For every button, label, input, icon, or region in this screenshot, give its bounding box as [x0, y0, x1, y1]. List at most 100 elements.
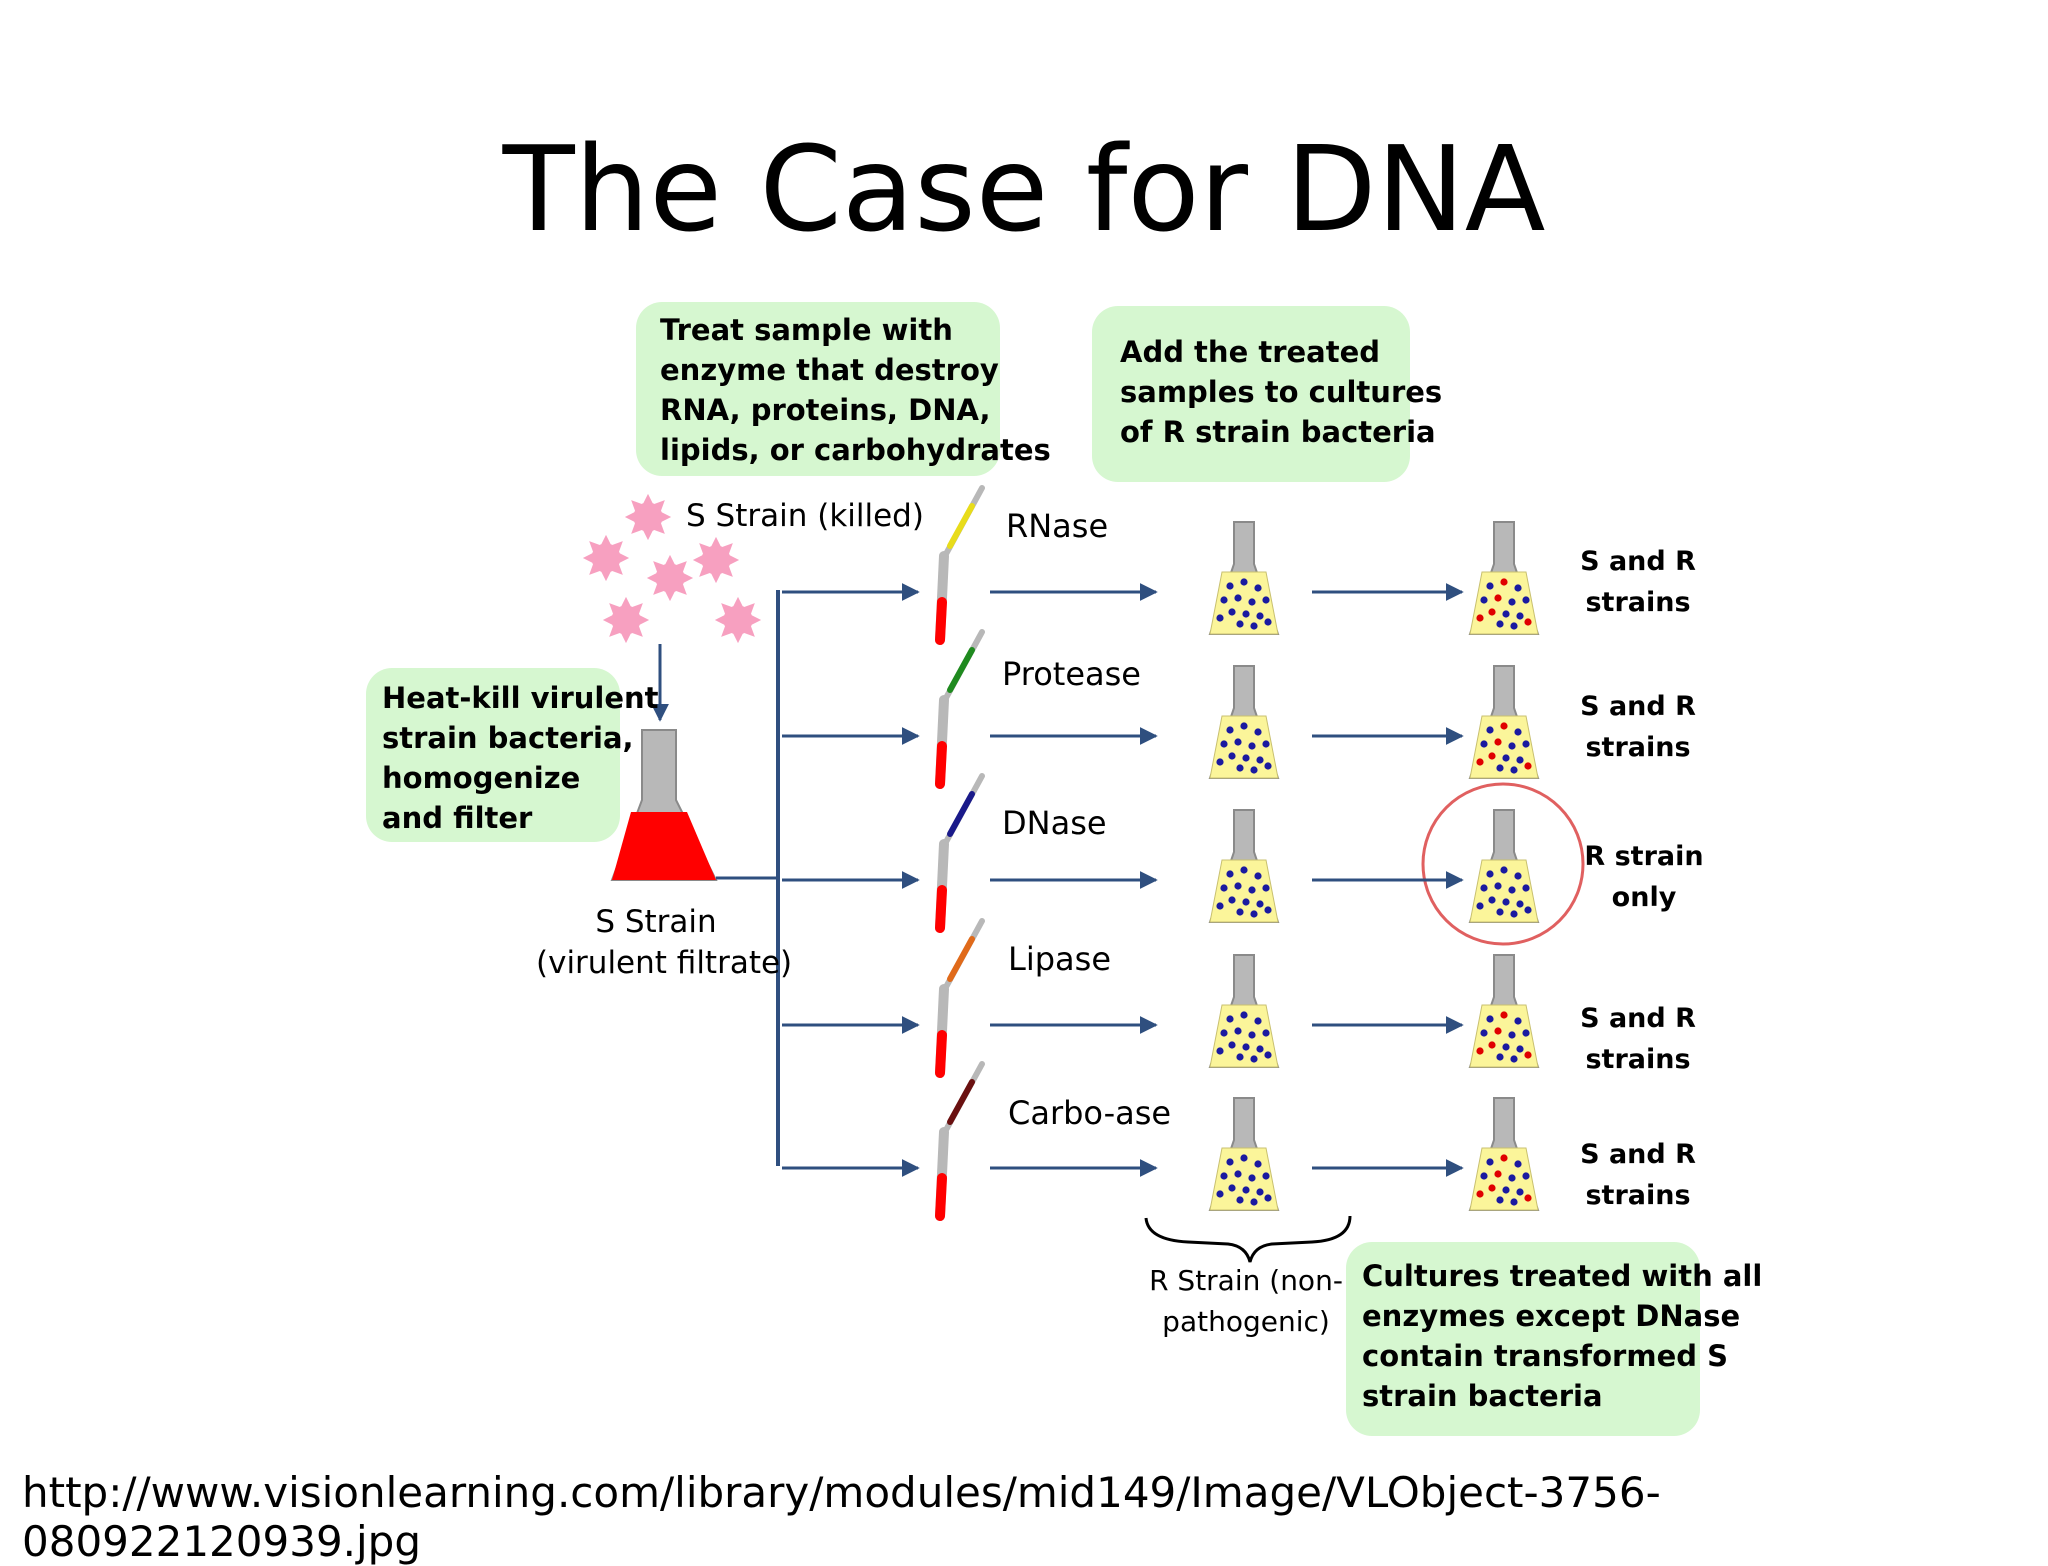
s-cell [1524, 1051, 1532, 1059]
result-label-rnase: S and R strains [1578, 541, 1698, 623]
callout-line: samples to cultures [1120, 375, 1443, 409]
r-cell [1522, 596, 1530, 604]
result-flask-icon [1468, 809, 1540, 923]
s-strain-killed-label: S Strain (killed) [686, 498, 924, 534]
r-cell [1480, 1029, 1488, 1037]
r-cell [1500, 866, 1508, 874]
dnase-result-highlight [1421, 782, 1585, 946]
s-cell [1476, 614, 1484, 622]
s-cell [1488, 1184, 1496, 1192]
r-cell [1254, 872, 1262, 880]
r-cell [1522, 1172, 1530, 1180]
heat-kill-callout: Heat-kill virulent strain bacteria, homo… [366, 668, 659, 842]
r-cell [1248, 1031, 1256, 1039]
enzyme-label-lipase: Lipase [1008, 940, 1111, 978]
source-url: http://www.visionlearning.com/library/mo… [22, 1468, 1661, 1566]
r-cell [1486, 582, 1494, 590]
r-cell [1234, 738, 1242, 746]
enzyme-fluid [947, 1079, 975, 1125]
r-cell [1236, 764, 1244, 772]
enzyme-label-carboase: Carbo-ase [1008, 1094, 1172, 1132]
label-line: (virulent filtrate) [536, 945, 793, 981]
r-cell [1514, 872, 1522, 880]
r-cell [1256, 612, 1264, 620]
r-cell [1254, 1017, 1262, 1025]
s-cell [1500, 578, 1508, 586]
r-cell [1516, 900, 1524, 908]
r-cell [1486, 1158, 1494, 1166]
result-flask-icon [1468, 1097, 1540, 1211]
enzyme-fluid [947, 791, 975, 837]
r-cell [1502, 898, 1510, 906]
s-cell [1524, 618, 1532, 626]
s-cell [1488, 608, 1496, 616]
label-line: R Strain (non- [1149, 1264, 1343, 1297]
r-cell [1234, 1170, 1242, 1178]
callout-line: of R strain bacteria [1120, 415, 1436, 449]
s-strain-label: S Strain (virulent filtrate) [536, 902, 793, 984]
callout-line: strain bacteria [1362, 1379, 1603, 1413]
killed-cell-icon [582, 534, 630, 582]
r-cell [1508, 1031, 1516, 1039]
r-cell [1226, 582, 1234, 590]
result-label-protease: S and R strains [1578, 686, 1698, 768]
r-cell [1514, 1017, 1522, 1025]
r-cell [1220, 1172, 1228, 1180]
killed-s-cells [582, 493, 762, 644]
r-cell [1262, 1172, 1270, 1180]
enzyme-fluid [947, 936, 975, 982]
r-cell [1226, 726, 1234, 734]
r-cell [1496, 764, 1504, 772]
r-cell [1502, 610, 1510, 618]
r-cell [1262, 1029, 1270, 1037]
r-cell [1220, 884, 1228, 892]
label-line: strains [1585, 1180, 1691, 1211]
label-line: S and R [1580, 1003, 1696, 1034]
s-cell [1500, 722, 1508, 730]
r-cell [1248, 886, 1256, 894]
r-cell [1236, 908, 1244, 916]
r-culture-flask-icon [1208, 1097, 1280, 1211]
r-cell [1514, 1160, 1522, 1168]
r-cell [1220, 1029, 1228, 1037]
r-cell [1264, 618, 1272, 626]
r-culture-flask-icon [1208, 521, 1280, 635]
r-cell [1250, 766, 1258, 774]
r-cell [1240, 722, 1248, 730]
s-cell [1476, 1047, 1484, 1055]
r-cell [1514, 728, 1522, 736]
r-cell [1256, 1188, 1264, 1196]
callout-line: Heat-kill virulent [382, 681, 659, 715]
label-line: S and R [1580, 546, 1696, 577]
s-cell [1524, 1194, 1532, 1202]
killed-cell-icon [646, 554, 694, 602]
callout-line: strain bacteria, [382, 721, 634, 755]
r-cell [1250, 1198, 1258, 1206]
r-cell [1254, 584, 1262, 592]
result-flask-icon [1468, 665, 1540, 779]
r-cell [1510, 766, 1518, 774]
r-cell [1228, 1041, 1236, 1049]
r-cell [1256, 1045, 1264, 1053]
r-cell [1234, 1027, 1242, 1035]
s-cell [1494, 1170, 1502, 1178]
r-cell [1242, 1043, 1250, 1051]
r-cell [1510, 910, 1518, 918]
r-cell [1502, 754, 1510, 762]
callout-line: and filter [382, 801, 533, 835]
killed-cell-icon [692, 536, 740, 584]
callout-line: Treat sample with [660, 313, 953, 347]
r-cell [1508, 1174, 1516, 1182]
label-line: R strain [1584, 841, 1704, 872]
r-cell [1486, 870, 1494, 878]
r-cell [1496, 1196, 1504, 1204]
callout-line: lipids, or carbohydrates [660, 433, 1051, 467]
killed-cell-icon [714, 596, 762, 644]
r-cell [1228, 1184, 1236, 1192]
r-cell [1228, 896, 1236, 904]
r-cell [1496, 908, 1504, 916]
r-cell [1216, 614, 1224, 622]
label-line: strains [1585, 732, 1691, 763]
callout-line: RNA, proteins, DNA, [660, 393, 991, 427]
s-cell [1494, 1027, 1502, 1035]
